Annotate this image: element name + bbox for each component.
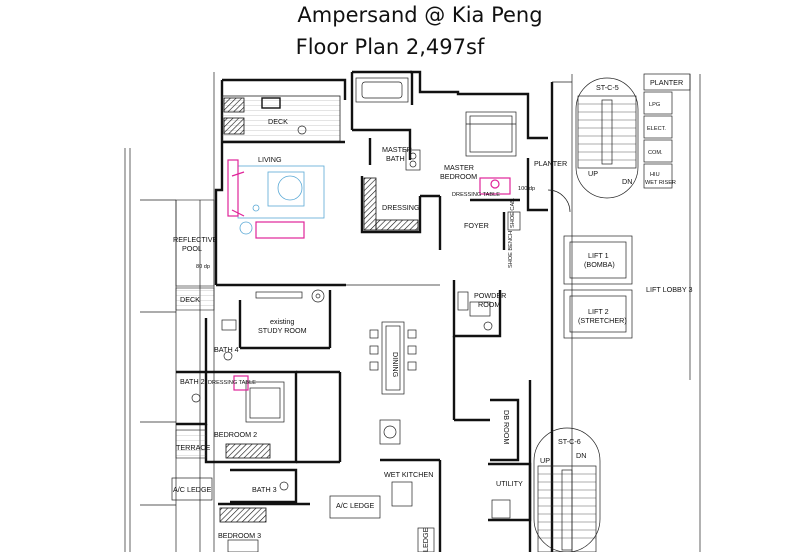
- master-bath-label-2: BATH: [386, 154, 405, 163]
- foyer-area: PLANTER FOYER SHOE CAB. SHOE BENCH: [464, 159, 571, 268]
- site-boundary: [124, 72, 215, 552]
- bedroom-3: BEDROOM 3: [218, 502, 310, 552]
- stair-top-dn: DN: [622, 177, 632, 186]
- utility-label: UTILITY: [496, 479, 523, 488]
- dressing-room: DRESSING: [360, 176, 422, 234]
- foyer-label: FOYER: [464, 221, 489, 230]
- hiu-label-1: HIU: [650, 172, 660, 178]
- living-room: LIVING: [222, 140, 345, 239]
- bedroom3-label: BEDROOM 3: [218, 531, 261, 540]
- dressing-label: DRESSING: [382, 203, 420, 212]
- hiu-label-2: WET RISER: [645, 180, 676, 186]
- reflective-pool-label-2: POOL: [182, 244, 202, 253]
- terrace: TERRACE A/C LEDGE: [171, 429, 213, 501]
- deck-left-label: DECK: [180, 295, 200, 304]
- master-bedroom-label-1: MASTER: [444, 163, 474, 172]
- stair-bottom-dn: DN: [576, 451, 586, 460]
- db-room-label: DB ROOM: [502, 410, 511, 444]
- study-label-2: STUDY ROOM: [258, 326, 307, 335]
- master-bath-label-1: MASTER: [382, 145, 412, 154]
- bath2-label: BATH 2: [180, 377, 205, 386]
- study-room: existing STUDY ROOM: [216, 283, 346, 350]
- dining-area: DINING: [369, 321, 417, 395]
- ac-ledge-bottom-label: A/C LEDGE: [336, 501, 375, 510]
- shoe-cabinet-label: SHOE CAB.: [510, 197, 516, 228]
- stair-bottom-up: UP: [540, 456, 550, 465]
- lift2-label-1: LIFT 2: [588, 307, 609, 316]
- outer-walls: [214, 70, 554, 552]
- bath4-label: BATH 4: [214, 345, 239, 354]
- powder-label-2: ROOM: [478, 300, 500, 309]
- master-bedroom: MASTER BEDROOM DRESSING TABLE: [440, 111, 520, 202]
- interior-walls: [296, 194, 532, 552]
- lift2-label-2: (STRETCHER): [578, 316, 627, 325]
- ledge-partial-label: LEDGE: [421, 527, 430, 552]
- dining-label: DINING: [391, 352, 400, 378]
- ac-ledge-left-label: A/C LEDGE: [173, 485, 212, 494]
- plan-subtitle: Floor Plan 2,497sf: [295, 35, 485, 59]
- dim-100-label: 100 dp: [518, 186, 535, 192]
- db-utility: DB ROOM UTILITY: [488, 398, 532, 522]
- powder-label-1: POWDER: [474, 291, 506, 300]
- reflective-pool-label-1: REFLECTIVE: [173, 235, 218, 244]
- dimension-notes: 100 dp 80 dp: [196, 186, 535, 270]
- dim-80-label: 80 dp: [196, 264, 210, 270]
- master-bedroom-label-2: BEDROOM: [440, 172, 477, 181]
- deck-top: DECK: [221, 95, 341, 143]
- powder-room: POWDER ROOM: [452, 280, 506, 338]
- living-label: LIVING: [258, 155, 282, 164]
- com-label: COM.: [648, 150, 663, 156]
- planter-mid-label: PLANTER: [534, 159, 567, 168]
- plan-title: Ampersand @ Kia Peng: [297, 3, 543, 27]
- bath-2: BATH 2: [176, 370, 208, 426]
- planter-top-label: PLANTER: [650, 78, 683, 87]
- lpg-label: LPG: [649, 102, 660, 108]
- bath-3: BATH 3: [230, 468, 298, 504]
- bedroom-2: DRESSING TABLE BEDROOM 2: [204, 370, 298, 464]
- bedroom2-label: BEDROOM 2: [214, 430, 257, 439]
- terrace-label: TERRACE: [176, 443, 211, 452]
- lift1-label-2: (BOMBA): [584, 260, 615, 269]
- bath-4: BATH 4: [204, 318, 240, 374]
- master-bath: MASTER BATH: [352, 77, 421, 171]
- stair-top-label: ST-C-5: [596, 83, 619, 92]
- bath3-label: BATH 3: [252, 485, 277, 494]
- deck-top-label: DECK: [268, 117, 288, 126]
- study-label-1: existing: [270, 317, 294, 326]
- ac-ledge-bottom: A/C LEDGE LEDGE: [329, 495, 435, 552]
- lift-lobby-label: LIFT LOBBY 3: [646, 285, 692, 294]
- shoe-bench-label: SHOE BENCH: [508, 231, 514, 268]
- wet-kitchen-label: WET KITCHEN: [384, 470, 433, 479]
- dressing-table-2-label: DRESSING TABLE: [208, 380, 256, 386]
- elect-label: ELECT.: [647, 126, 666, 132]
- dressing-table-label: DRESSING TABLE: [452, 192, 500, 198]
- wet-kitchen: WET KITCHEN: [379, 419, 442, 552]
- stair-top-up: UP: [588, 169, 598, 178]
- lift1-label-1: LIFT 1: [588, 251, 609, 260]
- reflective-pool: REFLECTIVE POOL DECK: [173, 199, 218, 311]
- service-core: ST-C-5 UP DN PLANTER LPG ELECT. COM. HIU…: [533, 73, 701, 552]
- stair-bottom-label: ST-C-6: [558, 437, 581, 446]
